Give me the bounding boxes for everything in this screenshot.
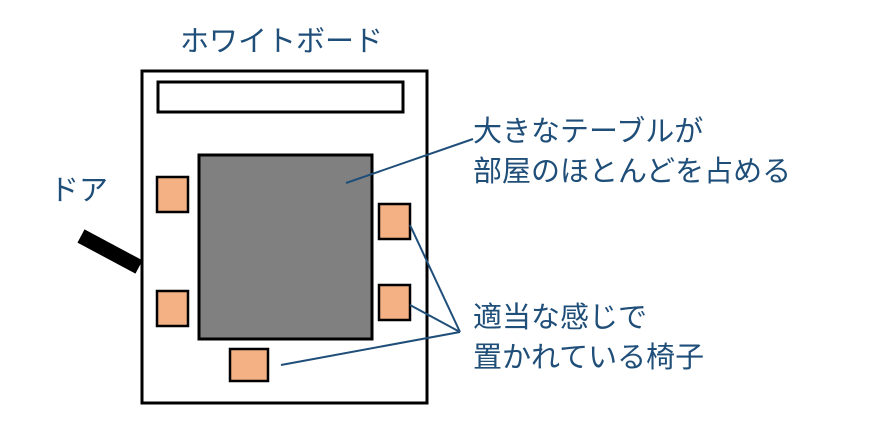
table [197,153,374,341]
whiteboard-label: ホワイトボード [180,24,384,58]
chair-right-bottom [377,283,412,322]
whiteboard [156,80,405,114]
chair-left-bottom [155,289,190,328]
leader-line-chair-right-top [409,224,461,333]
leader-line-chair-bottom [280,331,461,366]
door [77,229,143,274]
chairs-label-line2: 置かれている椅子 [473,340,705,374]
chair-left-top [155,175,190,214]
chair-bottom [228,347,270,383]
table-label-line2: 部屋のほとんどを占める [473,154,792,188]
chairs-label-line1: 適当な感じで [473,300,648,334]
table-label-line1: 大きなテーブルが [473,114,704,148]
leader-line-chair-right-bottom [409,304,461,333]
door-label: ドア [50,173,109,207]
chair-right-top [377,202,412,241]
leader-line-table [345,138,474,184]
